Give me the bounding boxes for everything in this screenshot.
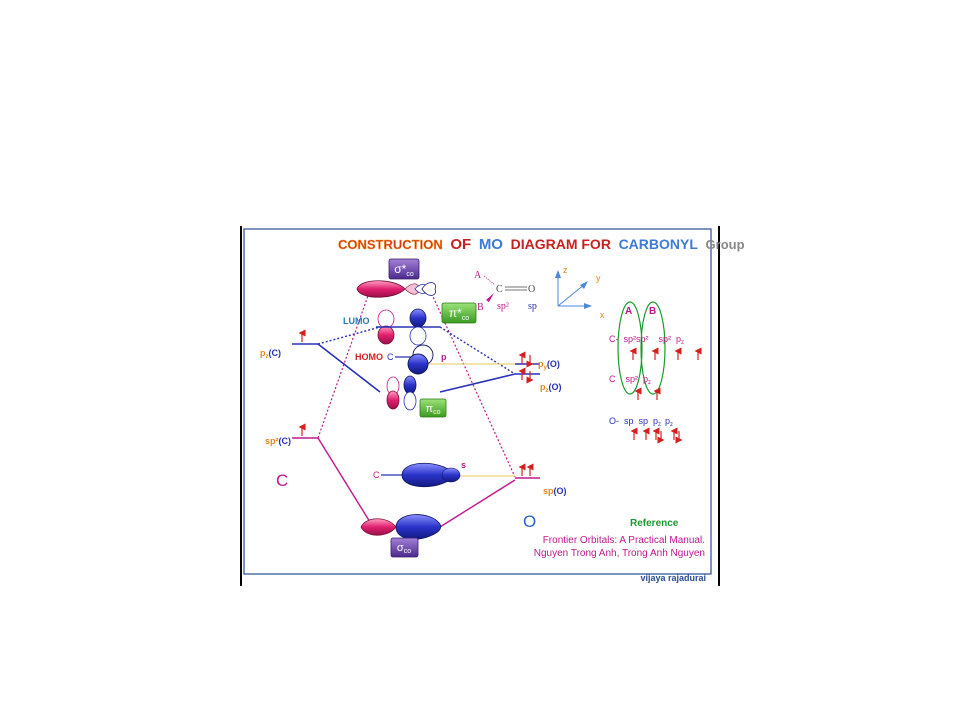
pi-label: πco <box>426 403 441 416</box>
sigma-label: σco <box>397 542 411 555</box>
reference-heading: Reference <box>630 518 679 529</box>
pi-box <box>419 398 447 418</box>
hybrid-ellipses <box>617 301 666 395</box>
svg-text:x: x <box>600 310 605 320</box>
s-c-tag: C <box>373 470 380 480</box>
sigma-star-label: σ*co <box>394 262 414 278</box>
p-tag: p <box>441 352 447 362</box>
sigma-box <box>390 537 419 558</box>
sigma-orbital <box>360 514 442 540</box>
molecule-sketch: A C O B sp² sp <box>474 270 537 313</box>
homo-label: HOMO <box>355 352 383 362</box>
lumo-label: LUMO <box>343 316 370 326</box>
s-tag: s <box>461 460 466 470</box>
ellipse-a-label: A <box>625 306 632 317</box>
reference-line2: Nguyen Trong Anh, Trong Anh Nguyen <box>534 548 705 559</box>
carbon-atom-label: C <box>276 471 288 490</box>
sp2-c-label: sp²(C) <box>265 436 291 446</box>
svg-text:B: B <box>477 302 484 313</box>
svg-text:sp²: sp² <box>497 301 509 312</box>
sp-o-label: sp(O) <box>543 486 567 496</box>
svg-text:A: A <box>474 270 482 281</box>
reference-line1: Frontier Orbitals: A Practical Manual. <box>543 535 705 546</box>
pi-star-label: π*co <box>449 306 469 322</box>
svg-text:sp: sp <box>528 301 537 312</box>
ellipse-b-label: B <box>649 306 656 317</box>
config-row2-electrons <box>634 387 661 400</box>
pi-star-box <box>441 302 477 324</box>
inner-frame <box>243 228 712 575</box>
sigma-star-box <box>388 258 420 280</box>
pz-c-label: pz(C) <box>260 348 281 360</box>
svg-text:z: z <box>563 265 568 275</box>
svg-text:y: y <box>596 273 601 283</box>
title: CONSTRUCTION OF MO DIAGRAM FOR CARBONYL … <box>338 236 745 253</box>
oxygen-atom-label: O <box>523 512 536 531</box>
author-credit: vijaya rajadurai <box>640 573 706 583</box>
config-row1-electrons <box>629 347 702 360</box>
sigma-star-orbital <box>356 280 436 298</box>
config-row1: C- sp²sp² sp² pz <box>609 334 684 346</box>
oxygen-p-electrons <box>518 351 534 384</box>
pi-orbital <box>386 375 417 411</box>
py-o-label: py(O) <box>538 359 560 371</box>
pz-o-label: pz(O) <box>540 382 562 394</box>
coordinate-axes: z y x <box>555 265 605 320</box>
oxygen-sp-electrons <box>518 463 534 476</box>
sp-s-orbital <box>381 462 461 488</box>
svg-text:O: O <box>528 284 535 295</box>
homo-c-tag: C <box>387 352 394 362</box>
svg-text:C: C <box>496 284 503 295</box>
correlation-lines <box>292 289 540 528</box>
pi-star-orbital <box>376 308 440 346</box>
config-row2: C sp² pz <box>609 374 651 386</box>
config-row3-electrons <box>630 427 683 444</box>
homo-orbital <box>395 344 434 375</box>
